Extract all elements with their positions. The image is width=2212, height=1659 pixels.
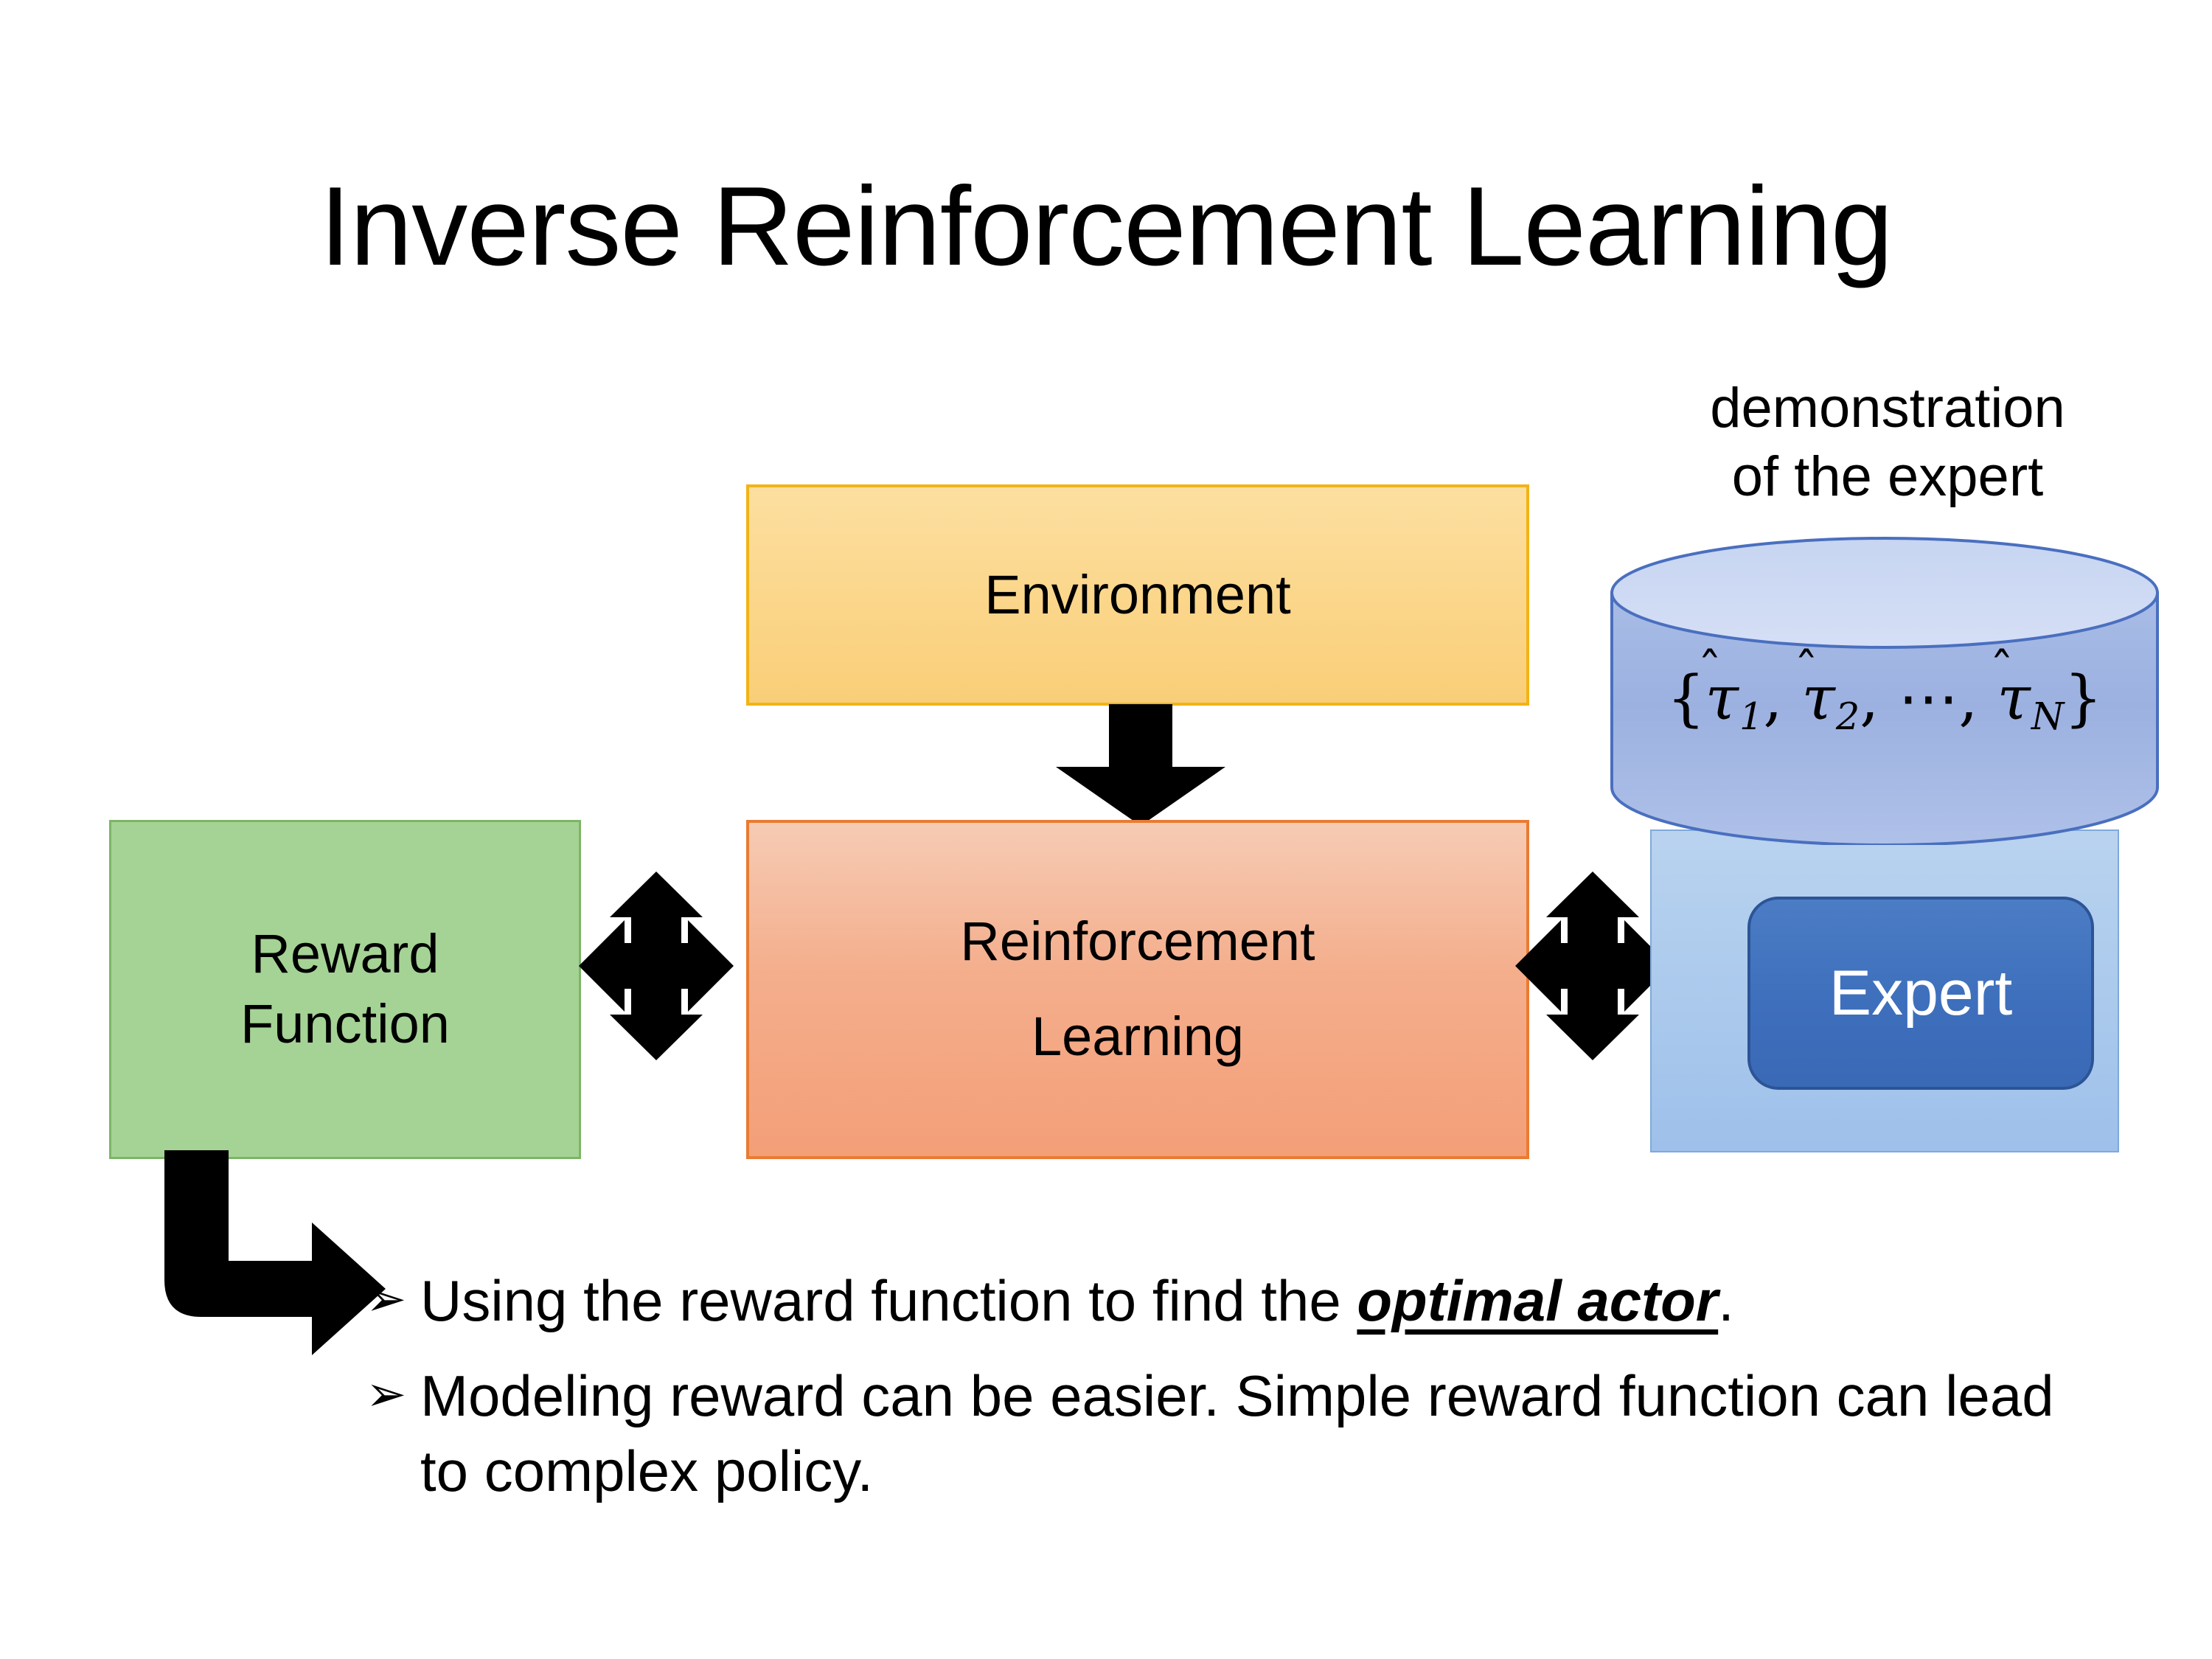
down-arrow-icon — [1056, 704, 1225, 826]
environment-box: Environment — [746, 484, 1529, 706]
math-comma-1: , — [1763, 664, 1783, 734]
bullet-marker-icon-2: ➢ — [366, 1366, 407, 1422]
math-close-brace: } — [2064, 664, 2103, 734]
bullet-1-suffix: . — [1718, 1268, 1734, 1333]
reward-function-box: Reward Function — [109, 820, 581, 1159]
math-comma-3: , — [1958, 664, 1978, 734]
math-sub-1: 1 — [1739, 695, 1764, 739]
bullet-text-2: Modeling reward can be easier. Simple re… — [420, 1363, 2054, 1503]
spacer — [960, 977, 1315, 1002]
math-tau-2: τ̂ — [1801, 664, 1834, 734]
expert-label: Expert — [1829, 957, 2013, 1029]
demonstration-cylinder-icon — [1609, 535, 2160, 846]
math-tau-n: τ̂ — [1997, 664, 2031, 734]
bullet-item-1: ➢ Using the reward function to find the … — [366, 1264, 2106, 1338]
bullet-marker-icon: ➢ — [366, 1271, 407, 1326]
elbow-arrow-icon — [151, 1150, 394, 1394]
bidirectional-arrow-icon-left — [579, 870, 734, 1062]
math-comma-2: , — [1860, 664, 1879, 734]
math-open-brace: { — [1666, 664, 1705, 734]
demonstration-caption-line2: of the expert — [1731, 445, 2044, 508]
reinforcement-learning-label-line1: Reinforcement — [960, 911, 1315, 973]
bullet-1-emphasis: optimal actor — [1357, 1268, 1719, 1333]
reward-function-label-line1: Reward — [251, 923, 439, 985]
bullet-1-prefix: Using the reward function to find the — [420, 1268, 1357, 1333]
math-sub-n: N — [2031, 695, 2065, 739]
demonstration-caption-line1: demonstration — [1710, 377, 2065, 439]
math-tau-glyph: τ — [1705, 664, 1739, 734]
reinforcement-learning-box: Reinforcement Learning — [746, 820, 1529, 1159]
math-tau-1: τ̂ — [1705, 664, 1739, 734]
bullet-item-2: ➢ Modeling reward can be easier. Simple … — [366, 1359, 2106, 1509]
environment-label: Environment — [984, 563, 1291, 625]
math-tau-glyph-n: τ — [1997, 664, 2031, 734]
math-tau-glyph-2: τ — [1801, 664, 1835, 734]
page-title: Inverse Reinforcement Learning — [319, 164, 1893, 289]
math-sub-2: 2 — [1835, 695, 1860, 739]
reward-function-label-line2: Function — [240, 993, 450, 1054]
expert-box: Expert — [1747, 897, 2094, 1090]
demonstration-set-math: {τ̂1, τ̂2, ⋯, τ̂N} — [1609, 664, 2160, 738]
bullet-list: ➢ Using the reward function to find the … — [366, 1264, 2106, 1529]
math-ellipsis: ⋯ — [1898, 664, 1959, 734]
bullet-text-1: Using the reward function to find the op… — [420, 1264, 2106, 1338]
demonstration-caption: demonstration of the expert — [1615, 375, 2160, 511]
reinforcement-learning-label-line2: Learning — [1031, 1006, 1244, 1067]
bidirectional-arrow-icon-right — [1515, 870, 1670, 1062]
